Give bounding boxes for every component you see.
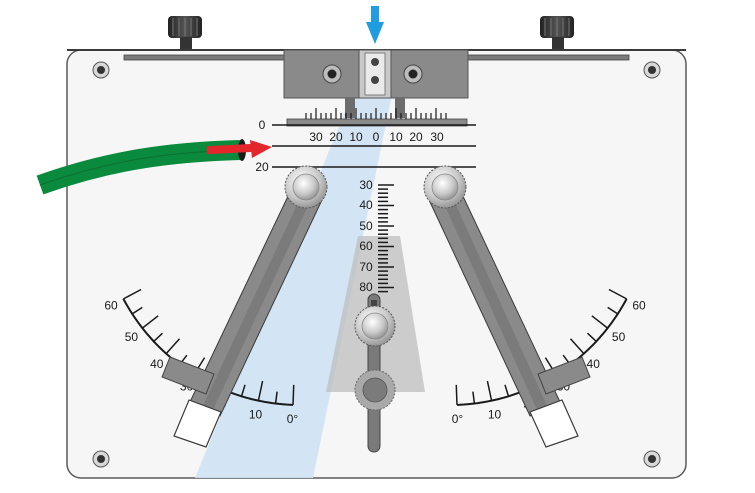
vscale-label-70: 70 [359,260,373,274]
right-angle-tick [591,315,609,329]
right-angle-label: 10 [488,407,502,421]
arrow-down-icon [366,6,384,44]
right-angle-tick [569,338,585,355]
left-angle-label: 50 [125,330,139,344]
top-scale-label-10-left: 10 [349,130,363,144]
right-mirror-arm[interactable] [429,191,591,448]
right-arm-knob[interactable] [423,165,467,209]
right-angle-label: 0° [452,412,464,426]
right-angle-label: 40 [587,357,601,371]
right-angle-tick [486,380,493,401]
vertical-scale: 30 40 50 60 70 80 [359,178,394,294]
left-angle-label: 0° [287,412,299,426]
left-angle-tick [153,332,164,342]
top-scale-label-30-left: 30 [309,130,323,144]
vscale-label-80: 80 [359,280,373,294]
right-angle-tick [455,384,458,405]
top-scale-label-30-right: 30 [430,130,444,144]
left-angle-tick [141,315,159,329]
right-angle-tick [504,384,510,397]
top-scale-label-20-right: 20 [409,130,423,144]
center-knob[interactable] [354,305,396,347]
left-angle-tick [240,384,246,397]
screw-top-right [643,61,661,79]
top-scale-label-10-right: 10 [389,130,403,144]
side-scale-label-0: 0 [259,118,266,132]
left-angle-tick [292,384,295,405]
left-angle-label: 40 [150,357,164,371]
left-angle-label: 10 [249,407,263,421]
top-scale: 30 20 10 0 10 20 30 [286,108,468,144]
vscale-label-40: 40 [359,198,373,212]
top-scale-label-20-left: 20 [329,130,343,144]
side-scale-label-20: 20 [255,160,269,174]
right-angle-tick [607,306,619,315]
screw-bottom-right [643,450,661,468]
center-knob-lower[interactable] [354,369,396,411]
vscale-label-50: 50 [359,219,373,233]
right-angle-tick [608,288,627,300]
left-angle-tick [131,306,143,315]
vscale-label-60: 60 [359,239,373,253]
left-arm-knob[interactable] [284,165,328,209]
left-angle-label: 60 [104,299,118,313]
right-top-knob[interactable] [540,16,574,49]
arrow-right-icon [206,140,272,158]
right-angle-tick [472,391,476,404]
right-angle-label: 50 [612,330,626,344]
right-angle-label: 60 [632,299,646,313]
left-angle-tick [123,288,142,300]
vscale-label-30: 30 [359,178,373,192]
right-angle-tick [586,332,597,342]
left-angle-tick [257,380,264,401]
left-top-knob[interactable] [168,16,202,49]
screw-top-left [92,61,110,79]
left-angle-tick [165,338,181,355]
light-beam [195,90,393,478]
screw-bottom-left [92,450,110,468]
left-mirror-arm[interactable] [161,191,322,448]
top-scale-label-0: 0 [373,130,380,144]
left-angle-tick [274,391,278,404]
top-mounting-block [283,49,469,118]
